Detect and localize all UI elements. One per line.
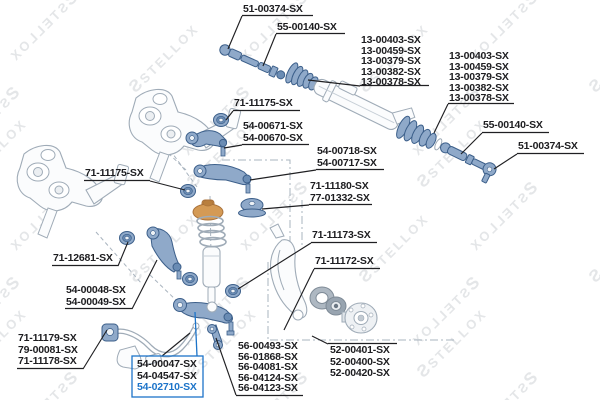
part-number: 13-00379-SX [361,55,421,68]
leader-lines [17,14,584,397]
upper-control-arm-rear [193,164,252,194]
part-number: 71-11180-SX [310,180,369,192]
part-number: 51-00374-SX [243,3,303,15]
part-number: 13-00378-SX [361,76,421,89]
callout-boot-kit-left: 13-00403-SX 13-00459-SX 13-00379-SX 13-0… [361,35,421,88]
callout-stab-bushings: 71-11179-SX 79-00081-SX 71-11178-SX [18,332,78,368]
part-number: 13-00378-SX [449,92,509,105]
callout-bushing-upper-left: 71-11175-SX [85,167,144,180]
callout-boot-kit-right: 13-00403-SX 13-00459-SX 13-00379-SX 13-0… [449,51,509,104]
tie-rod-assembly [219,44,286,80]
callout-upper-arm-rear: 54-00718-SX 54-00717-SX [317,145,377,169]
subframe-rear [16,144,130,239]
part-number: 13-00459-SX [361,44,421,57]
part-number: 79-00081-SX [18,343,78,356]
part-number: 71-11178-SX [18,355,77,368]
callout-tie-rod-right: 51-00374-SX [518,140,578,153]
part-number: 77-01332-SX [310,191,370,204]
part-number: 54-00048-SX [66,284,126,296]
strut-assembly [192,199,227,313]
part-number: 54-00670-SX [243,131,303,144]
callout-strut-mount: 71-11180-SX 77-01332-SX [310,180,370,204]
steering-knuckle [269,223,308,321]
part-number: 13-00403-SX [449,50,509,62]
part-number: 52-00401-SX [330,344,390,356]
part-number: 54-04547-SX [137,369,197,382]
part-number: 54-00049-SX [66,295,126,308]
callout-upper-arm-front: 54-00671-SX 54-00670-SX [243,120,303,144]
stabilizer-link [207,324,223,350]
part-number: 52-00400-SX [330,355,390,368]
callout-hub-parts: 52-00401-SX 52-00400-SX 52-00420-SX [330,344,390,380]
part-number: 71-11175-SX [85,167,144,179]
callout-stab-links: 56-00493-SX 56-01868-SX 56-04081-SX 56-0… [238,341,298,394]
part-number: 71-11173-SX [312,229,371,241]
part-number: 54-00718-SX [317,145,377,157]
part-number: 51-00374-SX [518,140,578,152]
callout-knuckle-bushing: 71-11172-SX [315,255,374,268]
upper-control-arm-front [185,130,228,157]
part-number: 55-00140-SX [483,119,543,131]
callout-lower-arm-front: 54-00047-SX 54-04547-SX 54-02710-SX [137,358,197,394]
part-number: 52-00420-SX [330,367,390,380]
part-number: 71-11172-SX [315,255,374,267]
part-number: 56-00493-SX [238,340,298,352]
part-number: 13-00459-SX [449,60,509,73]
callout-bushing-upper-front: 71-11175-SX [234,97,293,110]
front-lower-control-arm [173,298,235,336]
part-number: 56-04081-SX [238,361,298,374]
callout-inner-joint-top: 55-00140-SX [277,21,337,34]
callout-strut-bushing: 71-11173-SX [312,229,371,242]
part-number: 56-04124-SX [238,371,298,384]
part-number: 56-01868-SX [238,350,298,363]
part-number: 71-11179-SX [18,332,77,344]
part-number: 55-00140-SX [277,21,337,33]
part-number: 56-04123-SX [238,382,298,395]
part-number: 71-11175-SX [234,97,293,109]
part-number: 13-00379-SX [449,71,509,84]
part-number: 54-00717-SX [317,156,377,169]
wheel-hub [341,302,378,334]
part-number: 54-00671-SX [243,120,303,132]
highlight-leader [131,311,204,398]
part-number: 54-00047-SX [137,358,197,370]
wheel-bearing [309,286,347,316]
part-number: 13-00382-SX [449,81,509,94]
part-number: 13-00382-SX [361,65,421,78]
callout-inner-joint-right: 55-00140-SX [483,119,543,132]
part-number-highlighted[interactable]: 54-02710-SX [137,381,197,393]
part-number: 71-12681-SX [53,252,113,264]
callout-tie-rod-top: 51-00374-SX [243,3,303,16]
callout-lower-arm-rear: 54-00048-SX 54-00049-SX [66,284,126,308]
strut-top-mount-bushing [238,198,266,218]
callout-subframe-bushing: 71-12681-SX [53,252,113,265]
part-number: 13-00403-SX [361,34,421,46]
rear-lower-arm [146,226,182,280]
